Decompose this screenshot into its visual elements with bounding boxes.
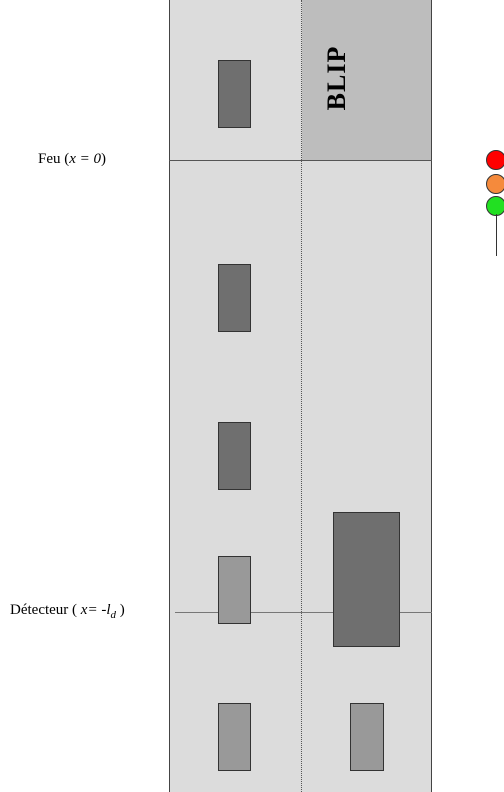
detecteur-label-suffix: ) xyxy=(116,602,125,618)
vehicle xyxy=(350,703,384,771)
detecteur-label-variable: x= -l xyxy=(80,602,111,618)
blip-label: BLIP xyxy=(322,45,351,111)
vehicle xyxy=(218,703,251,771)
feu-label-prefix: Feu ( xyxy=(38,151,70,167)
orange-light-icon xyxy=(486,174,504,194)
detecteur-label: Détecteur ( x= -ld ) xyxy=(10,602,125,621)
detecteur-label-prefix: Détecteur ( xyxy=(10,602,81,618)
detecteur-label-subscript: d xyxy=(110,609,117,621)
stop-line-tick xyxy=(169,118,170,160)
vehicle xyxy=(218,264,251,332)
vehicle xyxy=(218,60,251,128)
traffic-light-line xyxy=(169,160,432,161)
detector-line xyxy=(175,612,432,613)
feu-label-variable: x = 0 xyxy=(69,151,102,167)
feu-label: Feu (x = 0) xyxy=(38,151,106,168)
vehicle xyxy=(218,556,251,624)
traffic-light-icon xyxy=(486,150,504,258)
red-light-icon xyxy=(486,150,504,170)
blip-zone xyxy=(302,0,432,160)
vehicle xyxy=(218,422,251,490)
traffic-light-pole xyxy=(496,214,497,256)
green-light-icon xyxy=(486,196,504,216)
feu-label-suffix: ) xyxy=(101,151,107,167)
large-vehicle xyxy=(333,512,400,647)
lane-divider xyxy=(301,0,302,792)
